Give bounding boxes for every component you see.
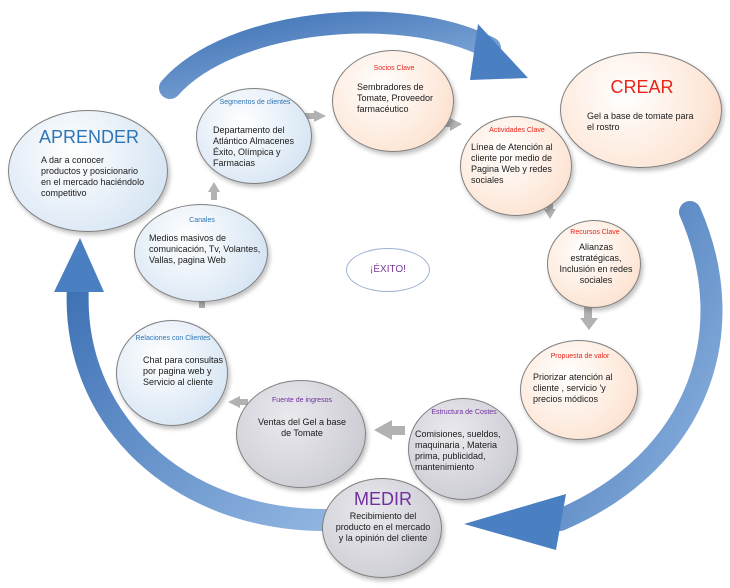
- phase-medir-title: MEDIR: [354, 489, 412, 509]
- block-socios-clave: Socios Clave Sembradores de Tomate, Prov…: [332, 50, 454, 152]
- small-arrow-recursos-propuesta-tail: [584, 306, 592, 319]
- small-arrow-socios-actividades: [450, 118, 462, 131]
- block-canales-body: Medios masivos de comunicación, Tv, Vola…: [149, 233, 261, 265]
- block-socios-clave-title: Socios Clave: [373, 65, 415, 72]
- small-arrow-segmentos-socios: [314, 110, 326, 122]
- block-actividades-clave-title: Actividades Clave: [489, 127, 545, 134]
- small-arrow-recursos-propuesta: [580, 318, 598, 330]
- block-canales-title: Canales: [189, 217, 215, 224]
- phase-medir-body: Recibimiento del producto en el mercado …: [335, 511, 431, 543]
- block-actividades-clave: Actividades Clave Línea de Atención al c…: [460, 116, 572, 216]
- small-arrow-relaciones-canales-tail: [199, 300, 205, 308]
- small-arrow-actividades-recursos: [544, 209, 556, 219]
- block-actividades-clave-body: Línea de Atención al cliente por medio d…: [471, 142, 553, 185]
- phase-aprender-body: A dar a conocer productos y posicionario…: [41, 155, 145, 198]
- block-propuesta-de-valor: Propuesta de valor Priorizar atención al…: [520, 340, 638, 440]
- block-segmentos-de-clientes: Segmentos de clientes Departamento del A…: [196, 88, 312, 184]
- big-arrow-right-head: [464, 494, 566, 550]
- block-estructura-de-costes: Estructura de Costes Comisiones, sueldos…: [408, 398, 518, 500]
- phase-crear-body: Gel a base de tomate para el rostro: [587, 111, 694, 132]
- small-arrow-fuente-relaciones: [228, 396, 240, 408]
- block-relaciones-con-clientes-title: Relaciones con Clientes: [135, 335, 211, 342]
- block-canales: Canales Medios masivos de comunicación, …: [134, 204, 268, 302]
- block-recursos-clave-body: Alianzas estratégicas, Inclusión en rede…: [559, 242, 633, 285]
- small-arrow-estructura-fuente: [374, 420, 392, 440]
- block-estructura-de-costes-body: Comisiones, sueldos, maquinaria , Materi…: [415, 429, 501, 472]
- center-exito-badge: ¡ÉXITO!: [346, 248, 430, 292]
- small-arrow-canales-segmentos-tail: [211, 192, 217, 200]
- big-arrow-left-head: [54, 238, 104, 292]
- block-socios-clave-body: Sembradores de Tomate, Proveedor farmacé…: [357, 82, 434, 114]
- block-recursos-clave-title: Recursos Clave: [570, 229, 620, 236]
- small-arrow-segmentos-socios-tail: [305, 113, 315, 119]
- small-arrow-canales-segmentos: [208, 182, 220, 192]
- phase-aprender-title: APRENDER: [38, 127, 140, 147]
- big-arrow-top-head: [470, 24, 528, 80]
- block-relaciones-con-clientes-body: Chat para consultas por pagina web y Ser…: [143, 355, 224, 387]
- block-fuente-de-ingresos-title: Fuente de ingresos: [272, 397, 332, 404]
- block-propuesta-de-valor-body: Priorizar atención al cliente , servicio…: [533, 372, 613, 404]
- block-segmentos-de-clientes-body: Departamento del Atlántico Almacenes Éxi…: [213, 125, 295, 168]
- phase-aprender-circle: APRENDER A dar a conocer productos y pos…: [8, 110, 168, 232]
- big-arrow-right: [549, 201, 723, 531]
- block-recursos-clave: Recursos Clave Alianzas estratégicas, In…: [547, 220, 641, 308]
- big-arrow-left: [66, 274, 336, 531]
- phase-crear-title: CREAR: [610, 77, 674, 97]
- block-propuesta-de-valor-title: Propuesta de valor: [550, 353, 610, 360]
- block-relaciones-con-clientes: Relaciones con Clientes Chat para consul…: [116, 320, 228, 426]
- block-estructura-de-costes-title: Estructura de Costes: [431, 409, 497, 416]
- small-arrow-fuente-relaciones-tail: [239, 399, 248, 405]
- small-arrow-estructura-fuente-tail: [391, 426, 405, 435]
- big-arrow-top: [159, 11, 501, 99]
- phase-crear-circle: CREAR Gel a base de tomate para el rostr…: [560, 52, 722, 168]
- block-segmentos-de-clientes-title: Segmentos de clientes: [219, 99, 291, 106]
- block-fuente-de-ingresos: Fuente de ingresos Ventas del Gel a base…: [236, 380, 366, 488]
- block-fuente-de-ingresos-body: Ventas del Gel a base de Tomate: [257, 417, 347, 438]
- phase-medir-circle: MEDIR Recibimiento del producto en el me…: [322, 478, 442, 578]
